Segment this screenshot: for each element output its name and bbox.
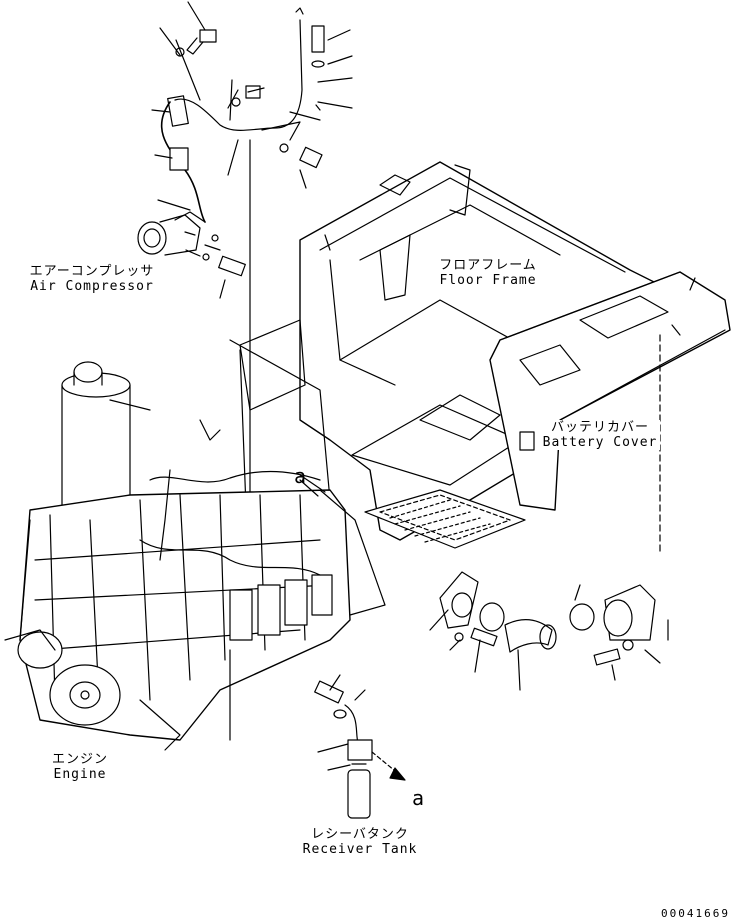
battery-cover-label-en: Battery Cover xyxy=(542,435,658,450)
air-compressor-icon xyxy=(137,211,221,256)
engine-label: エンジン Engine xyxy=(40,752,120,782)
bolt-icon xyxy=(231,85,265,107)
bolt-icon xyxy=(470,627,498,647)
bolt-icon xyxy=(593,648,621,666)
step-plate-icon xyxy=(364,489,526,549)
battery-cover-label-jp: バッテリカバー xyxy=(550,420,649,435)
floor-frame-label-en: Floor Frame xyxy=(439,273,537,288)
receiver-tank-label-en: Receiver Tank xyxy=(302,842,418,857)
floor-frame-label: フロアフレーム Floor Frame xyxy=(428,258,548,288)
reference-mark-a-upper: a xyxy=(294,464,307,488)
floor-frame-label-jp: フロアフレーム xyxy=(439,258,537,273)
bolt-icon xyxy=(279,143,323,189)
bolt-icon xyxy=(175,29,217,57)
receiver-tank-icon xyxy=(347,739,373,819)
bolt-icon xyxy=(185,249,246,299)
air-compressor-label-en: Air Compressor xyxy=(30,279,154,294)
receiver-tank-label: レシーバタンク Receiver Tank xyxy=(295,827,425,857)
bolt-icon xyxy=(311,25,353,111)
air-compressor-label: エアーコンプレッサ Air Compressor xyxy=(22,264,162,294)
battery-cover-icon xyxy=(489,271,731,556)
receiver-tank-label-jp: レシーバタンク xyxy=(311,827,409,842)
receiver-tank-group xyxy=(314,674,406,819)
document-number: 00041669 xyxy=(661,907,730,920)
engine-label-en: Engine xyxy=(53,767,107,782)
engine-label-jp: エンジン xyxy=(51,752,108,767)
air-compressor-group xyxy=(137,1,353,561)
reference-mark-a-lower: a xyxy=(412,786,425,810)
battery-cover-label: バッテリカバー Battery Cover xyxy=(540,420,660,450)
duct-parts-group xyxy=(429,571,669,691)
engine-icon xyxy=(4,361,386,751)
bolt-icon xyxy=(314,680,347,719)
air-compressor-label-jp: エアーコンプレッサ xyxy=(29,264,155,279)
